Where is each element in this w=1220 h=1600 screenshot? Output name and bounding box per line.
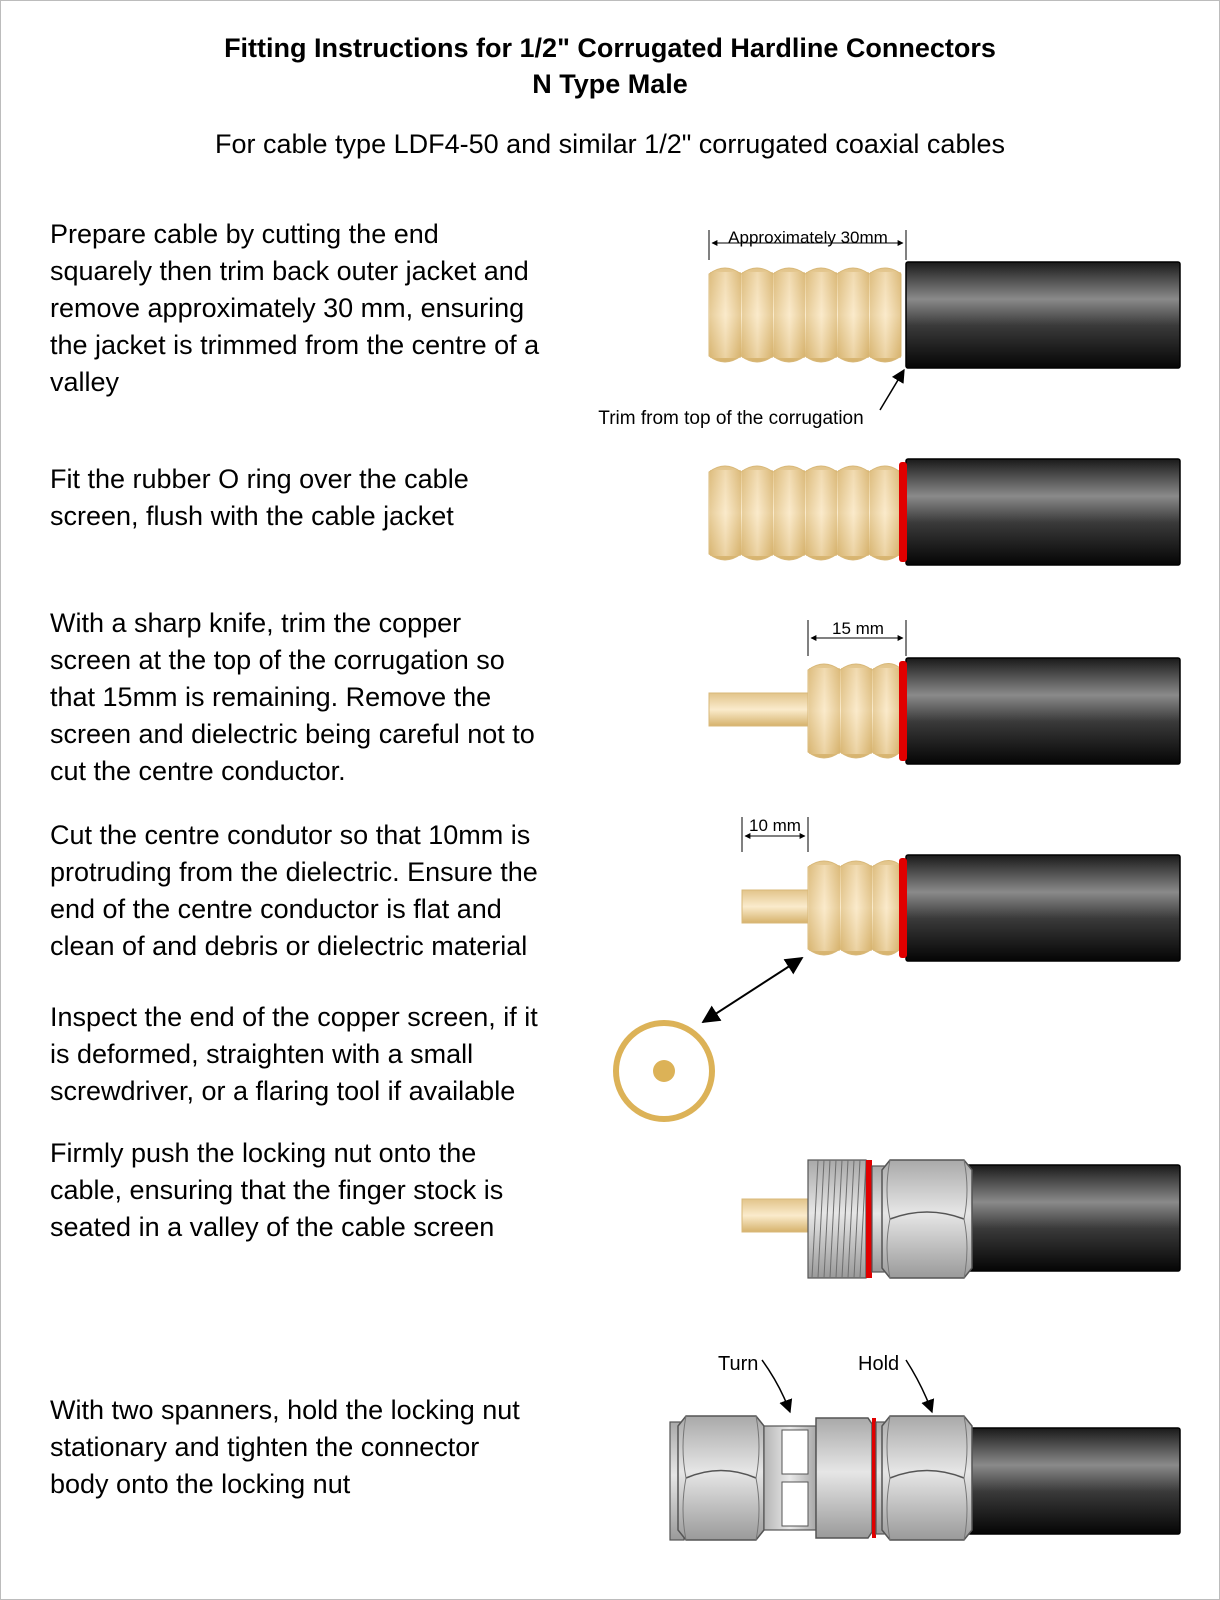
cable-jacket: [905, 458, 1181, 566]
hold-label: Hold: [858, 1353, 899, 1375]
copper-screen-end-view: [613, 1020, 715, 1122]
finger-stock-threaded-sleeve: [807, 1159, 867, 1279]
dimension-15mm-label: 15 mm: [832, 619, 884, 638]
step-3-cable-diagram: 15 mm: [708, 619, 1181, 765]
trim-note-callout: Trim from top of the corrugation: [598, 368, 905, 429]
step-1-text: Prepare cable by cutting the end squarel…: [50, 219, 540, 397]
connector-body-shell: [815, 1417, 873, 1539]
copper-screen: [807, 860, 901, 956]
o-ring: [899, 858, 907, 958]
step-6-cable-diagram: [741, 1159, 1181, 1279]
dimension-10mm: 10 mm: [741, 816, 809, 852]
dimension-10mm-label: 10 mm: [749, 816, 801, 835]
step-1-cable-diagram: Approximately 30mm Trim from top of the …: [598, 228, 1181, 429]
step-7-text: With two spanners, hold the locking nut …: [50, 1395, 520, 1499]
cable-jacket: [905, 657, 1181, 765]
subtitle: For cable type LDF4-50 and similar 1/2" …: [215, 129, 1005, 159]
step-5-text: Inspect the end of the copper screen, if…: [50, 1002, 538, 1106]
step-2-text: Fit the rubber O ring over the cable scr…: [50, 464, 469, 531]
step-4-text: Cut the centre condutor so that 10mm is …: [50, 820, 538, 961]
connector-body-nut: [669, 1415, 765, 1541]
step-7-connector-diagram: Turn Hold: [669, 1353, 1181, 1541]
o-ring: [872, 1418, 876, 1538]
trim-note-label: Trim from top of the corrugation: [598, 408, 863, 429]
cable-jacket: [905, 261, 1181, 369]
centre-conductor: [741, 889, 810, 924]
step-5-end-view-diagram: [613, 957, 804, 1122]
centre-conductor-end-view: [653, 1060, 675, 1082]
cable-jacket: [905, 854, 1181, 962]
step-4-cable-diagram: 10 mm: [741, 816, 1181, 962]
centre-conductor: [741, 1198, 811, 1233]
dimension-30mm: Approximately 30mm: [708, 228, 907, 260]
o-ring: [866, 1160, 872, 1278]
o-ring: [899, 462, 907, 562]
inspection-double-arrow: [701, 957, 804, 1023]
copper-screen: [807, 663, 901, 759]
turn-label: Turn: [718, 1353, 758, 1375]
o-ring: [899, 661, 907, 761]
hold-callout: Hold: [858, 1353, 935, 1414]
step-3-text: With a sharp knife, trim the copper scre…: [50, 608, 535, 786]
step-6-text: Firmly push the locking nut onto the cab…: [50, 1138, 504, 1242]
dimension-30mm-label: Approximately 30mm: [728, 228, 888, 247]
cable-jacket: [959, 1164, 1181, 1272]
centre-conductor: [708, 692, 810, 727]
cable-jacket: [959, 1427, 1181, 1535]
title-line-1: Fitting Instructions for 1/2" Corrugated…: [224, 33, 996, 63]
locking-nut: [881, 1415, 973, 1541]
title-line-2: N Type Male: [532, 69, 688, 99]
step-2-cable-diagram: [708, 458, 1181, 566]
copper-screen: [708, 267, 902, 363]
turn-callout: Turn: [718, 1353, 793, 1414]
dimension-15mm: 15 mm: [807, 619, 907, 656]
locking-nut: [881, 1159, 973, 1279]
connector-body-flats: [763, 1425, 817, 1531]
copper-screen: [708, 465, 901, 561]
